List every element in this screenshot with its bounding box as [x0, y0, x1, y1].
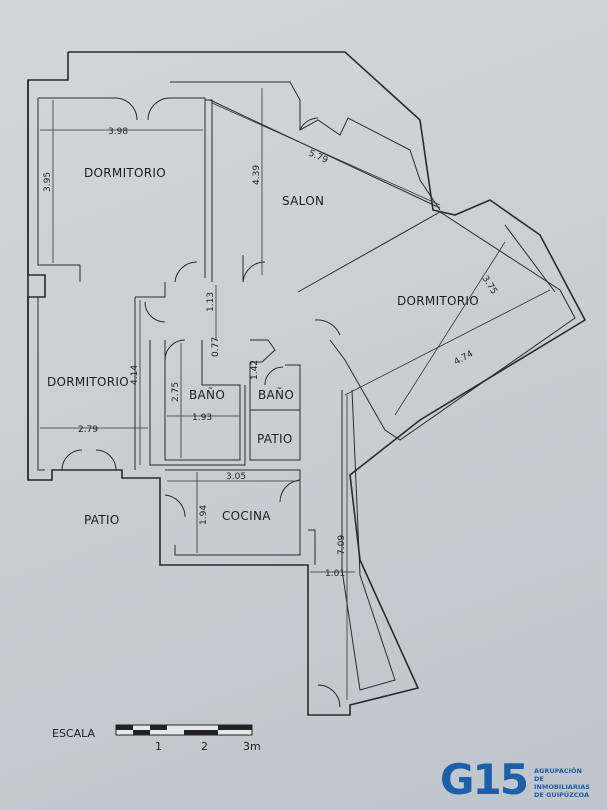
- room-dormitorio-3: DORMITORIO: [47, 375, 129, 389]
- room-cocina: COCINA: [222, 509, 271, 523]
- hall-doors: [144, 255, 266, 323]
- dim-cocina-height: 1.94: [199, 505, 209, 525]
- room-bano-1: BAÑO: [189, 387, 225, 402]
- dim-d2-height: 3.75: [479, 274, 498, 296]
- logo-line-1: AGRUPACIÓN: [534, 767, 583, 775]
- logo-line-3: DE GUIPÚZCOA: [534, 791, 590, 799]
- dim-d3-height: 4.14: [130, 365, 140, 385]
- scale-tick-1: 1: [155, 740, 162, 753]
- dim-hall-b: 0.77: [211, 337, 221, 357]
- scale-bar: ESCALA 1 2 3m: [52, 724, 261, 753]
- dim-salon-diag: 5.79: [307, 149, 330, 166]
- scale-label: ESCALA: [52, 727, 96, 740]
- dormitorio-2-walls: [297, 211, 576, 441]
- dormitorio-3-walls: [37, 282, 166, 471]
- room-patio-small: PATIO: [257, 432, 293, 446]
- exterior-walls: [27, 51, 587, 716]
- dim-corridor-length: 7.09: [337, 535, 347, 555]
- logo-mark: G15: [440, 755, 529, 804]
- corridor-walls: [317, 389, 396, 708]
- dim-d3-width: 2.79: [78, 425, 98, 435]
- dim-salon-height: 4.39: [252, 165, 262, 185]
- room-salon: SALON: [282, 194, 324, 208]
- dim-hall-c: 1.42: [250, 360, 260, 380]
- dimension-lines: [40, 88, 551, 700]
- dim-d1-height: 3.95: [43, 172, 53, 192]
- dim-hall-a: 1.13: [206, 292, 216, 312]
- cocina-walls: [164, 469, 316, 565]
- dim-bano-width: 1.93: [192, 413, 212, 423]
- room-labels: DORMITORIO SALON DORMITORIO DORMITORIO B…: [47, 166, 479, 527]
- dim-cocina-width: 3.05: [226, 472, 246, 482]
- dim-d2-width: 4.74: [453, 349, 476, 368]
- dim-bano-height: 2.75: [171, 382, 181, 402]
- salon-walls: [170, 81, 441, 278]
- logo-text: AGRUPACIÓN DE INMOBILIARIAS DE GUIPÚZCOA: [534, 767, 600, 799]
- room-dormitorio-1: DORMITORIO: [84, 166, 166, 180]
- room-patio-outer: PATIO: [84, 513, 120, 527]
- bano-walls: [149, 339, 301, 466]
- dim-d1-width: 3.98: [108, 127, 128, 137]
- dormitorio-1-walls: [37, 97, 206, 282]
- g15-logo: G15 AGRUPACIÓN DE INMOBILIARIAS DE GUIPÚ…: [440, 757, 600, 805]
- dim-corridor-width: 1.01: [325, 569, 345, 579]
- scale-tick-3: 3m: [243, 740, 261, 753]
- room-bano-2: BAÑO: [258, 387, 294, 402]
- scale-tick-2: 2: [201, 740, 208, 753]
- logo-line-2: DE INMOBILIARIAS: [534, 775, 590, 791]
- room-dormitorio-2: DORMITORIO: [397, 294, 479, 308]
